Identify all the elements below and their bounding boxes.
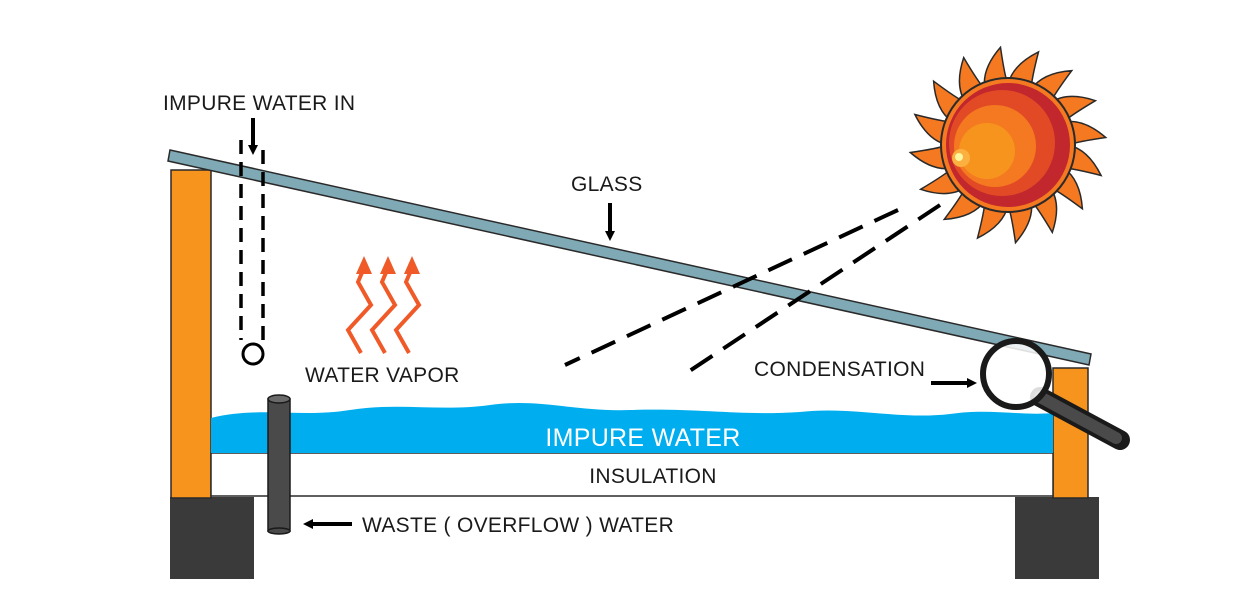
glass-panel (167, 149, 1092, 366)
glass-label: GLASS (571, 173, 643, 196)
inlet-pipe-outlet (241, 342, 265, 366)
impure-water-in-label: IMPURE WATER IN (163, 92, 355, 115)
vapor-arrows-icon (345, 267, 422, 354)
magnifier-icon (980, 338, 1130, 450)
insulation-layer (210, 452, 1054, 497)
right-post (1052, 367, 1089, 499)
sun-icon (908, 45, 1108, 245)
sun-ray-2 (686, 203, 942, 374)
water-vapor-label: WATER VAPOR (305, 364, 460, 387)
overflow-pipe (267, 398, 291, 532)
impure-water-label: IMPURE WATER (545, 424, 740, 452)
sun-flame-rays (908, 45, 1108, 245)
right-base-block (1015, 497, 1099, 579)
overflow-pipe-bottom (267, 527, 291, 535)
waste-water-label: WASTE ( OVERFLOW ) WATER (362, 514, 674, 537)
condensation-label: CONDENSATION (754, 358, 925, 381)
overflow-pipe-top (267, 394, 291, 404)
left-base-block (170, 497, 254, 579)
left-post (170, 169, 212, 499)
sun-ray-1 (564, 208, 899, 367)
insulation-label: INSULATION (589, 465, 716, 488)
vapor-arrowheads (356, 256, 420, 274)
impure-water-body (211, 403, 1053, 453)
